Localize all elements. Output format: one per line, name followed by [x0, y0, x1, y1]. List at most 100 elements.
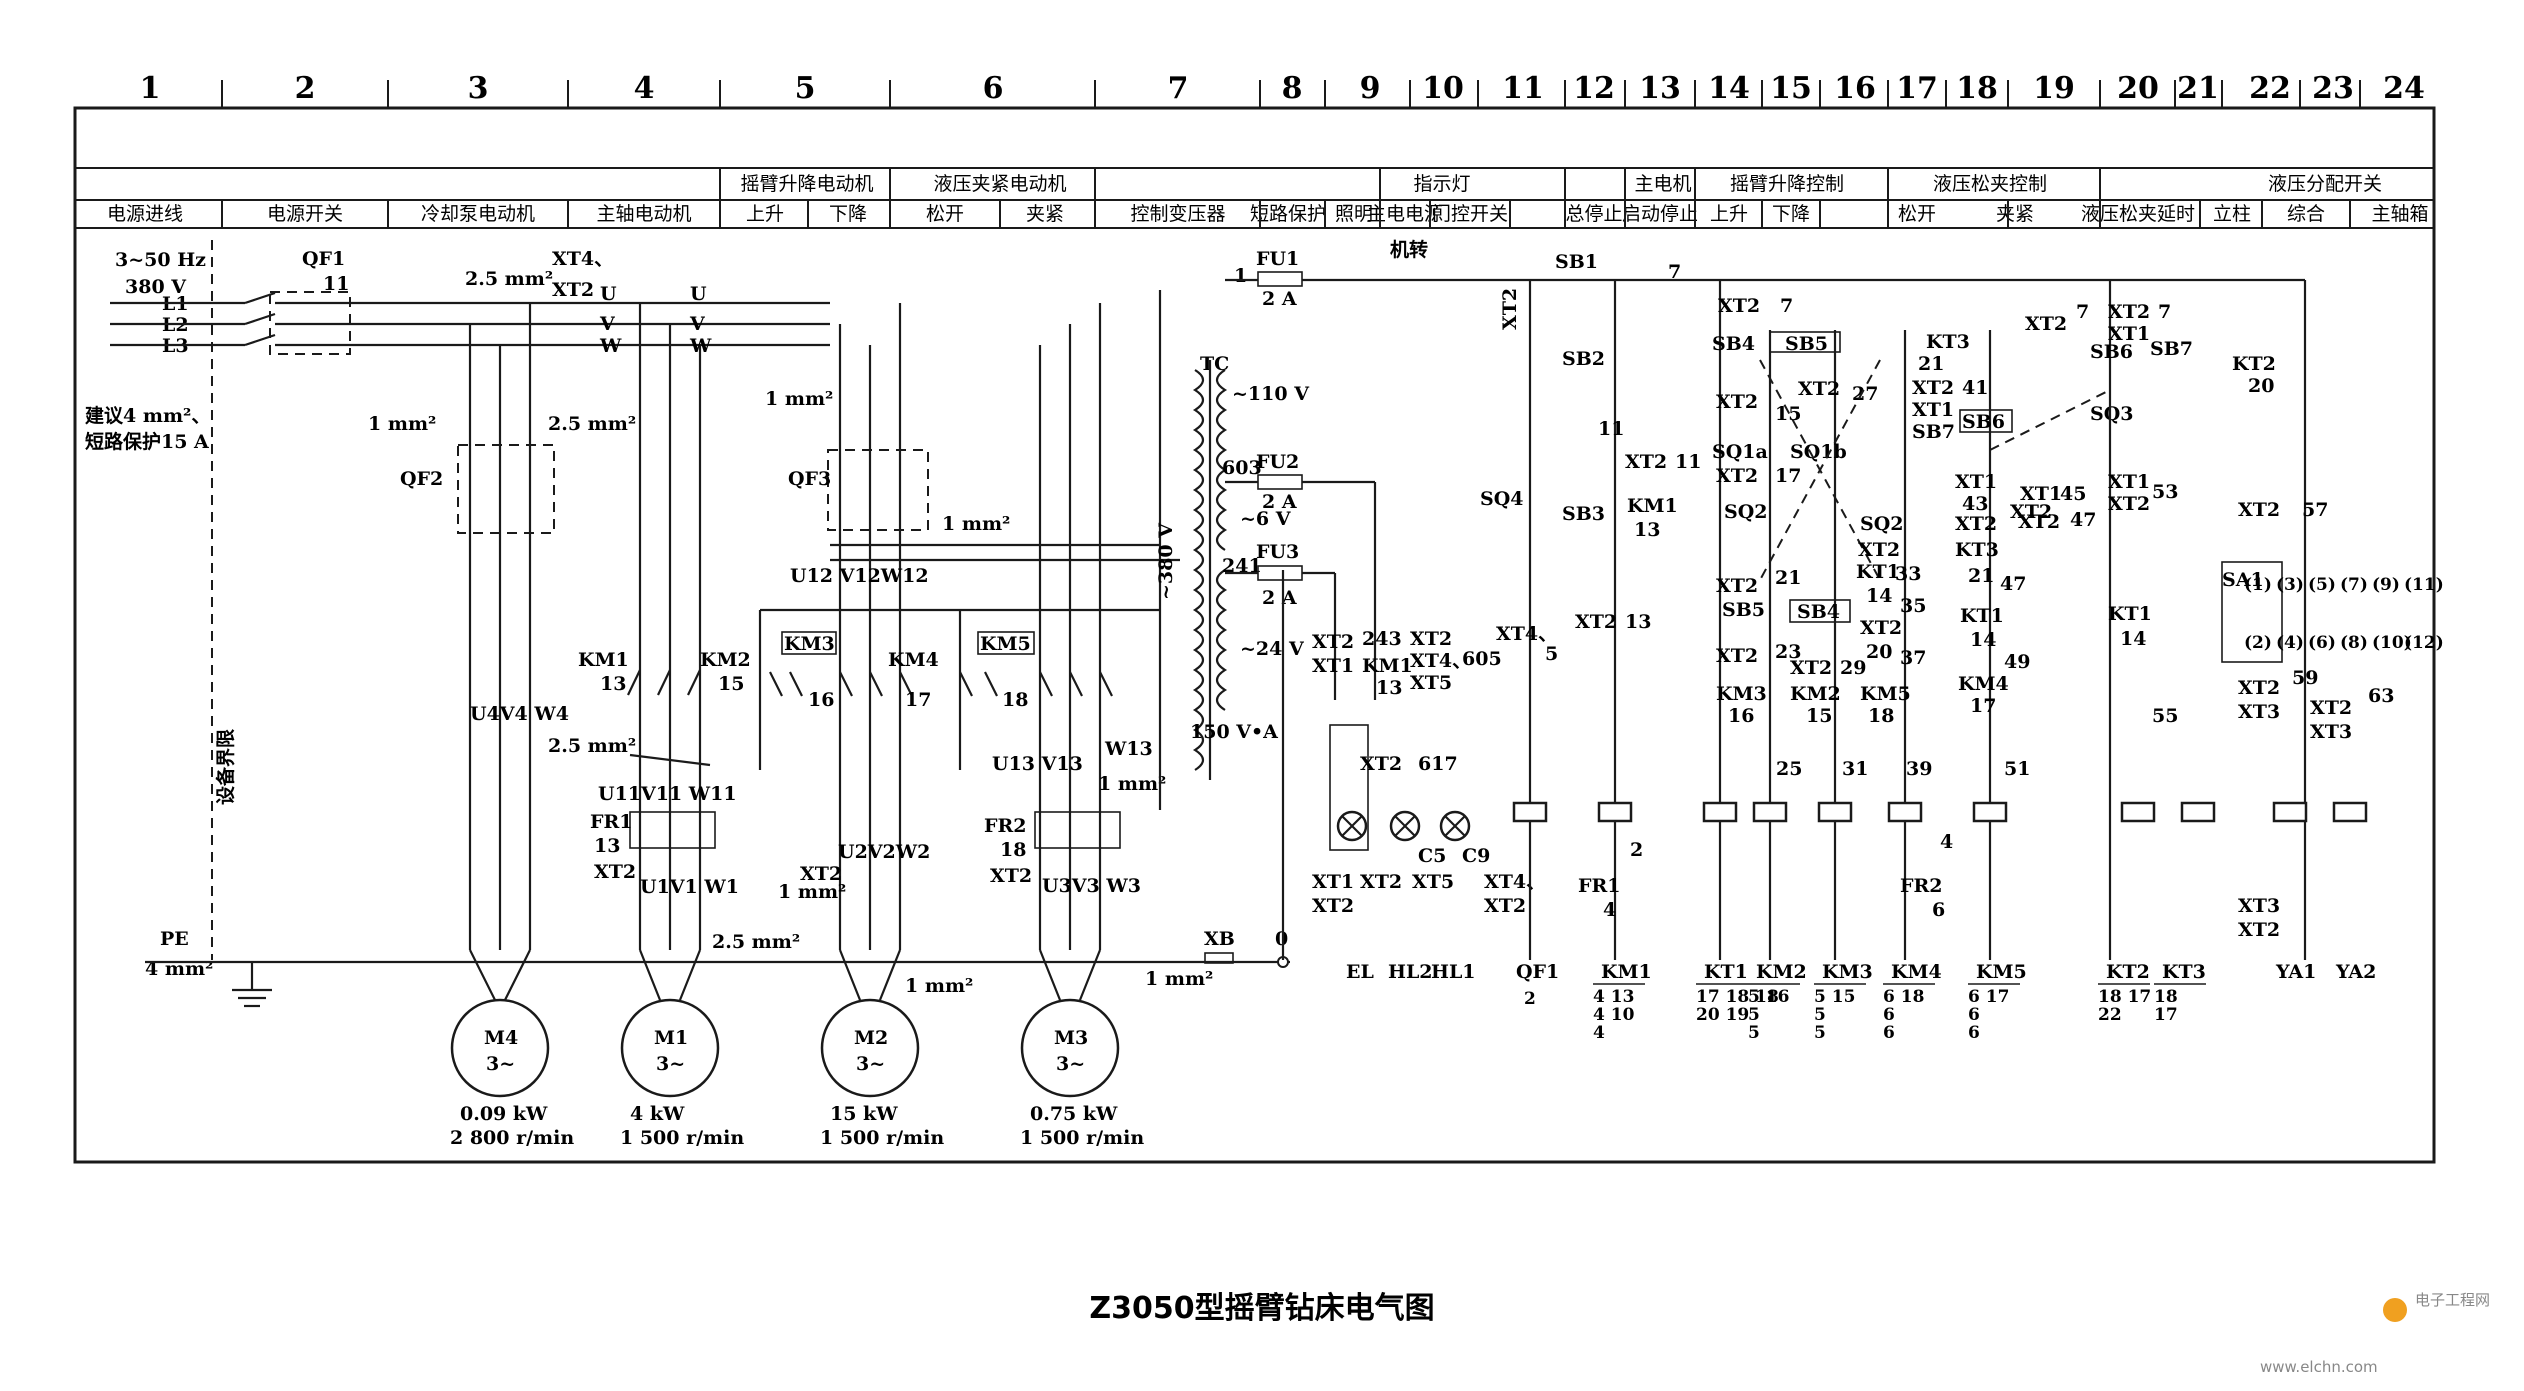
header-label-3: 主轴电动机 — [596, 203, 691, 225]
contact-table-kt2-row: 22 — [2098, 1005, 2122, 1025]
header-label-1: 电源开关 — [267, 203, 343, 225]
mm25-label-1: 2.5 mm² — [465, 268, 553, 290]
sa1-position: (10) — [2372, 633, 2412, 653]
n37-label: 37 — [1900, 647, 1926, 669]
coil-4 — [1817, 801, 1853, 823]
c5-label: C5 — [1418, 845, 1446, 867]
n59-label: 59 — [2292, 667, 2318, 689]
u12-label: U12 V12W12 — [790, 565, 929, 587]
column-number-3: 3 — [468, 71, 489, 106]
coil-2 — [1702, 801, 1738, 823]
fu3-body — [1257, 565, 1303, 581]
motor-speed: 1 500 r/min — [820, 1127, 944, 1149]
fu-1-num: 1 — [1234, 265, 1247, 287]
xb-element — [1204, 952, 1234, 964]
km2-coil-ref: KM2 — [1790, 683, 1841, 705]
n4-fr2: 4 — [1940, 831, 1953, 853]
n49-label: 49 — [2004, 651, 2030, 673]
coil-7 — [2120, 801, 2156, 823]
n6-fr2: 6 — [1932, 899, 1945, 921]
m3-lead-1 — [1038, 949, 1062, 1001]
motor-m4-icon — [450, 998, 550, 1098]
sb7-label-2: SB7 — [2150, 338, 2193, 360]
xt2-7-a: XT2 — [1718, 295, 1760, 317]
xt1-7: XT1 — [2108, 323, 2150, 345]
tc-label: TC — [1200, 353, 1229, 375]
power-note-2: 短路保护15 A — [85, 430, 209, 453]
n23-label: 23 — [1775, 641, 1801, 663]
fu3-label: FU3 — [1256, 541, 1299, 563]
sq1b-label: SQ1b — [1790, 441, 1847, 463]
coils-group — [1512, 801, 2368, 823]
header-label-0: 电源进线 — [107, 203, 183, 225]
n15-15: 15 — [1775, 403, 1801, 425]
xt1-43: XT1 — [1955, 471, 1997, 493]
contact-table-km4-row: 6 — [1883, 1023, 1895, 1043]
n16-ref: 16 — [1728, 705, 1754, 727]
sa1-position: (6) — [2308, 633, 2336, 653]
motor-speed: 2 800 r/min — [450, 1127, 574, 1149]
header-label-14: 启动停止 — [1622, 203, 1698, 225]
km4-main-num: 17 — [905, 689, 931, 711]
xt5-lamp: XT5 — [1410, 672, 1452, 694]
n7-a: 7 — [1780, 295, 1793, 317]
n43-label: 43 — [1962, 493, 1988, 515]
bottom-label-ya1: YA1 — [2275, 961, 2316, 983]
header-label-19: 液压松夹延时 — [2081, 203, 2195, 225]
n53-label: 53 — [2152, 481, 2178, 503]
header-label-9: 短路保护 — [1250, 203, 1326, 225]
fu3-rating: 2 A — [1262, 587, 1297, 609]
tc-rating: 150 V•A — [1190, 721, 1278, 743]
sa1-position: (1) — [2244, 575, 2272, 595]
n20-20: 20 — [1866, 641, 1892, 663]
xt2-27: XT2 — [1798, 378, 1840, 400]
sb6-box — [1959, 409, 2013, 433]
sb3-label: SB3 — [1562, 503, 1605, 525]
contact-table-km1-row: 4 13 — [1593, 987, 1634, 1007]
n41-label: 41 — [1962, 377, 1988, 399]
n20-kt2: 20 — [2248, 375, 2274, 397]
sa1-label: SA1 — [2222, 569, 2264, 591]
n11-label-2: 11 — [1675, 451, 1701, 473]
tc-110v: ~110 V — [1232, 383, 1310, 405]
n47-label-2: 47 — [2000, 573, 2026, 595]
n7-top: 7 — [1668, 261, 1681, 283]
sq3-label: SQ3 — [2090, 403, 2134, 425]
motor-power: 15 kW — [830, 1103, 898, 1125]
sb5-label: SB5 — [1785, 333, 1828, 355]
bottom-label-km2: KM2 — [1756, 961, 1807, 983]
km3-main-label: KM3 — [784, 633, 835, 655]
xt2-59: XT2 — [2238, 677, 2280, 699]
xt2-fr1: XT2 — [594, 861, 636, 883]
contact-table-km1-row: 4 — [1593, 1023, 1605, 1043]
header-dividers — [221, 168, 2351, 228]
header-label-13: 总停止 — [1565, 203, 1622, 225]
el-switch-box — [1329, 724, 1369, 851]
sb4-label-2: SB4 — [1797, 601, 1840, 623]
sa1-position: (3) — [2276, 575, 2304, 595]
n27-label: 27 — [1852, 383, 1878, 405]
m1-lead-1 — [638, 949, 662, 1001]
column-number-2: 2 — [295, 71, 316, 106]
fu2-rating: 2 A — [1262, 491, 1297, 513]
column-number-1: 1 — [140, 71, 161, 106]
mm1-label-2: 1 mm² — [765, 388, 833, 410]
motor-speed: 1 500 r/min — [620, 1127, 744, 1149]
qf1-label: QF1 — [302, 248, 345, 270]
header-label-11: 主电电源 — [1367, 203, 1443, 225]
km1-lamp-num: 13 — [1376, 677, 1402, 699]
motor-m1-icon — [620, 998, 720, 1098]
km1-main-contacts — [627, 669, 701, 696]
xt2-243: XT2 — [1312, 631, 1354, 653]
contact-table-km3-row: 5 15 — [1814, 987, 1855, 1007]
machine-run-label: 机转 — [1390, 238, 1428, 261]
n15-ref: 15 — [1806, 705, 1832, 727]
coil-8 — [2180, 801, 2216, 823]
n55-label: 55 — [2152, 705, 2178, 727]
column-number-5: 5 — [795, 71, 816, 106]
column-number-24: 24 — [2383, 71, 2425, 106]
